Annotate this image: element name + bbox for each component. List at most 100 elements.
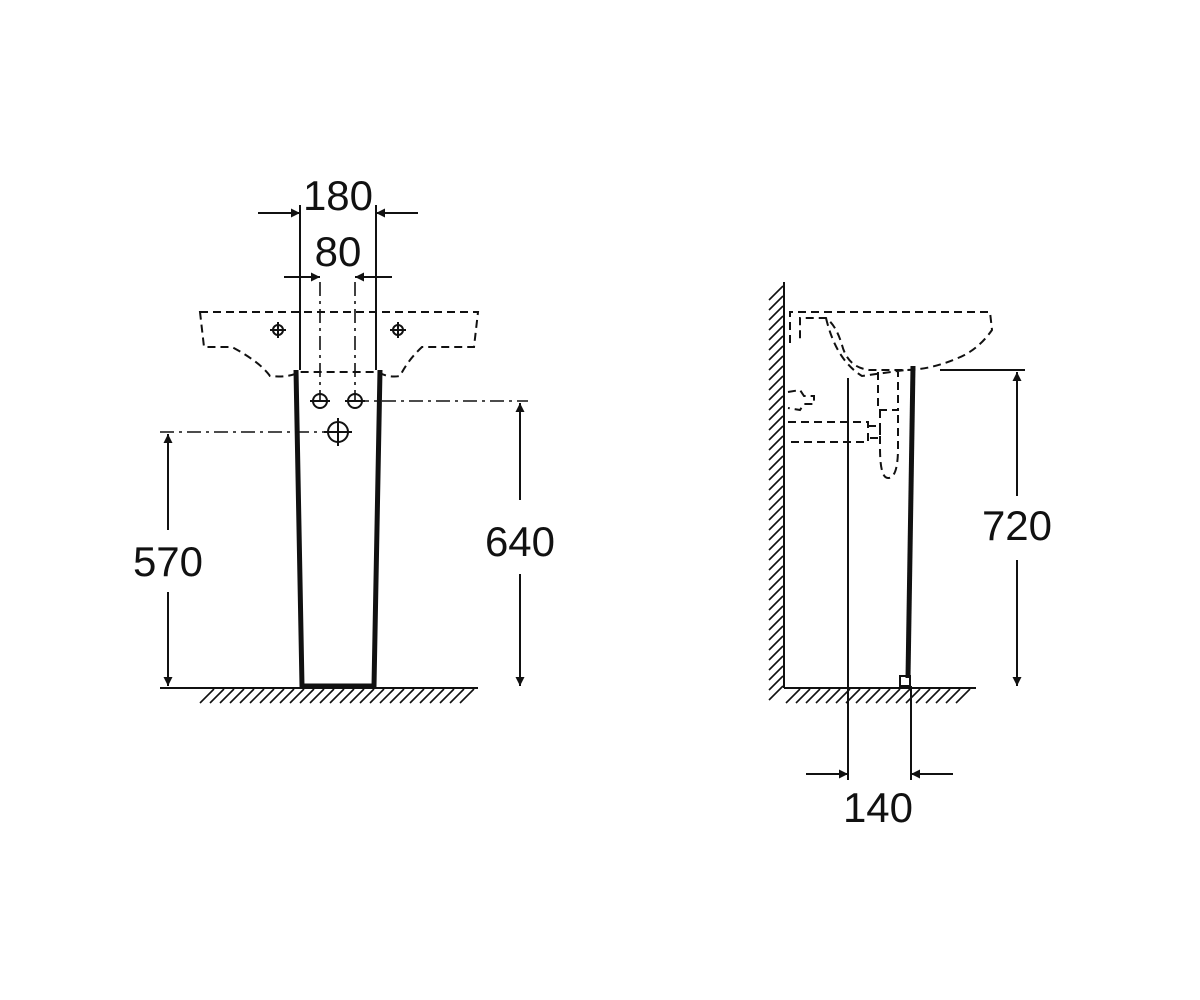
hatch-line [768, 545, 784, 561]
hatch-line [768, 525, 784, 541]
dim-tap-spacing-label: 80 [315, 228, 362, 275]
hatch-line [915, 688, 931, 704]
hatch-line [339, 688, 355, 704]
hatch-line [329, 688, 345, 704]
hatch-line [768, 325, 784, 341]
hatch-line [768, 315, 784, 331]
hatch-line [249, 688, 265, 704]
side-wall [768, 282, 785, 701]
hatch-line [768, 605, 784, 621]
hatch-line [768, 645, 784, 661]
hatch-line [768, 485, 784, 501]
hatch-line [439, 688, 455, 704]
hatch-line [865, 688, 881, 704]
front-view: 180 80 570 640 [133, 172, 555, 704]
hatch-line [805, 688, 821, 704]
hatch-line [279, 688, 295, 704]
hatch-line [815, 688, 831, 704]
hatch-line [768, 335, 784, 351]
front-basin [198, 311, 480, 378]
tap-hole-right-icon [390, 322, 406, 338]
dim-pedestal-depth-label: 140 [843, 784, 913, 831]
hatch-line [795, 688, 811, 704]
hatch-line [768, 305, 784, 321]
hatch-line [768, 405, 784, 421]
hatch-line [768, 465, 784, 481]
hatch-line [299, 688, 315, 704]
hatch-line [289, 688, 305, 704]
hatch-line [768, 475, 784, 491]
front-pedestal [293, 369, 383, 689]
hatch-line [768, 365, 784, 381]
hatch-line [768, 385, 784, 401]
hatch-line [955, 688, 971, 704]
hatch-line [768, 655, 784, 671]
front-floor [160, 687, 478, 704]
dim-tap-spacing: 80 [284, 228, 392, 282]
dim-waste-height-label: 570 [133, 538, 203, 585]
hatch-line [768, 685, 784, 701]
side-basin [789, 311, 994, 378]
hatch-line [768, 575, 784, 591]
hatch-line [768, 415, 784, 431]
hatch-line [768, 285, 784, 301]
hatch-line [768, 625, 784, 641]
hatch-line [768, 515, 784, 531]
hatch-line [768, 395, 784, 411]
hatch-line [885, 688, 901, 704]
hatch-line [768, 615, 784, 631]
dim-basin-height: 720 [982, 372, 1052, 686]
hatch-line [349, 688, 365, 704]
hatch-line [768, 345, 784, 361]
hatch-line [369, 688, 385, 704]
hatch-line [945, 688, 961, 704]
hatch-line [768, 355, 784, 371]
side-view: 720 140 [768, 282, 1052, 831]
hatch-line [768, 505, 784, 521]
hatch-line [379, 688, 395, 704]
hatch-line [309, 688, 325, 704]
hatch-line [768, 595, 784, 611]
side-floor [784, 687, 976, 704]
hatch-line [229, 688, 245, 704]
hatch-line [875, 688, 891, 704]
dim-basin-width-label: 180 [303, 172, 373, 219]
hatch-line [389, 688, 405, 704]
hatch-line [399, 688, 415, 704]
hatch-line [785, 688, 801, 704]
dim-waste-height: 570 [133, 434, 203, 686]
hatch-line [768, 535, 784, 551]
dim-supply-height-label: 640 [485, 518, 555, 565]
hatch-line [768, 375, 784, 391]
hatch-line [768, 495, 784, 511]
hatch-line [259, 688, 275, 704]
hatch-line [905, 688, 921, 704]
side-trap [788, 372, 899, 480]
dim-basin-width: 180 [258, 172, 418, 370]
hatch-line [768, 455, 784, 471]
hatch-line [768, 445, 784, 461]
dim-supply-height: 640 [485, 403, 555, 686]
wall-valve-icon [787, 388, 815, 412]
hatch-line [429, 688, 445, 704]
dim-basin-height-label: 720 [982, 502, 1052, 549]
hatch-line [895, 688, 911, 704]
hatch-line [419, 688, 435, 704]
hatch-line [319, 688, 335, 704]
dim-pedestal-depth: 140 [806, 769, 953, 831]
hatch-line [219, 688, 235, 704]
hatch-line [768, 295, 784, 311]
hatch-line [409, 688, 425, 704]
hatch-line [768, 565, 784, 581]
hatch-line [209, 688, 225, 704]
hatch-line [935, 688, 951, 704]
hatch-line [768, 675, 784, 691]
hatch-line [768, 635, 784, 651]
hatch-line [199, 688, 215, 704]
hatch-line [459, 688, 475, 704]
hatch-line [768, 425, 784, 441]
hatch-line [825, 688, 841, 704]
hatch-line [855, 688, 871, 704]
tap-hole-left-icon [270, 322, 286, 338]
